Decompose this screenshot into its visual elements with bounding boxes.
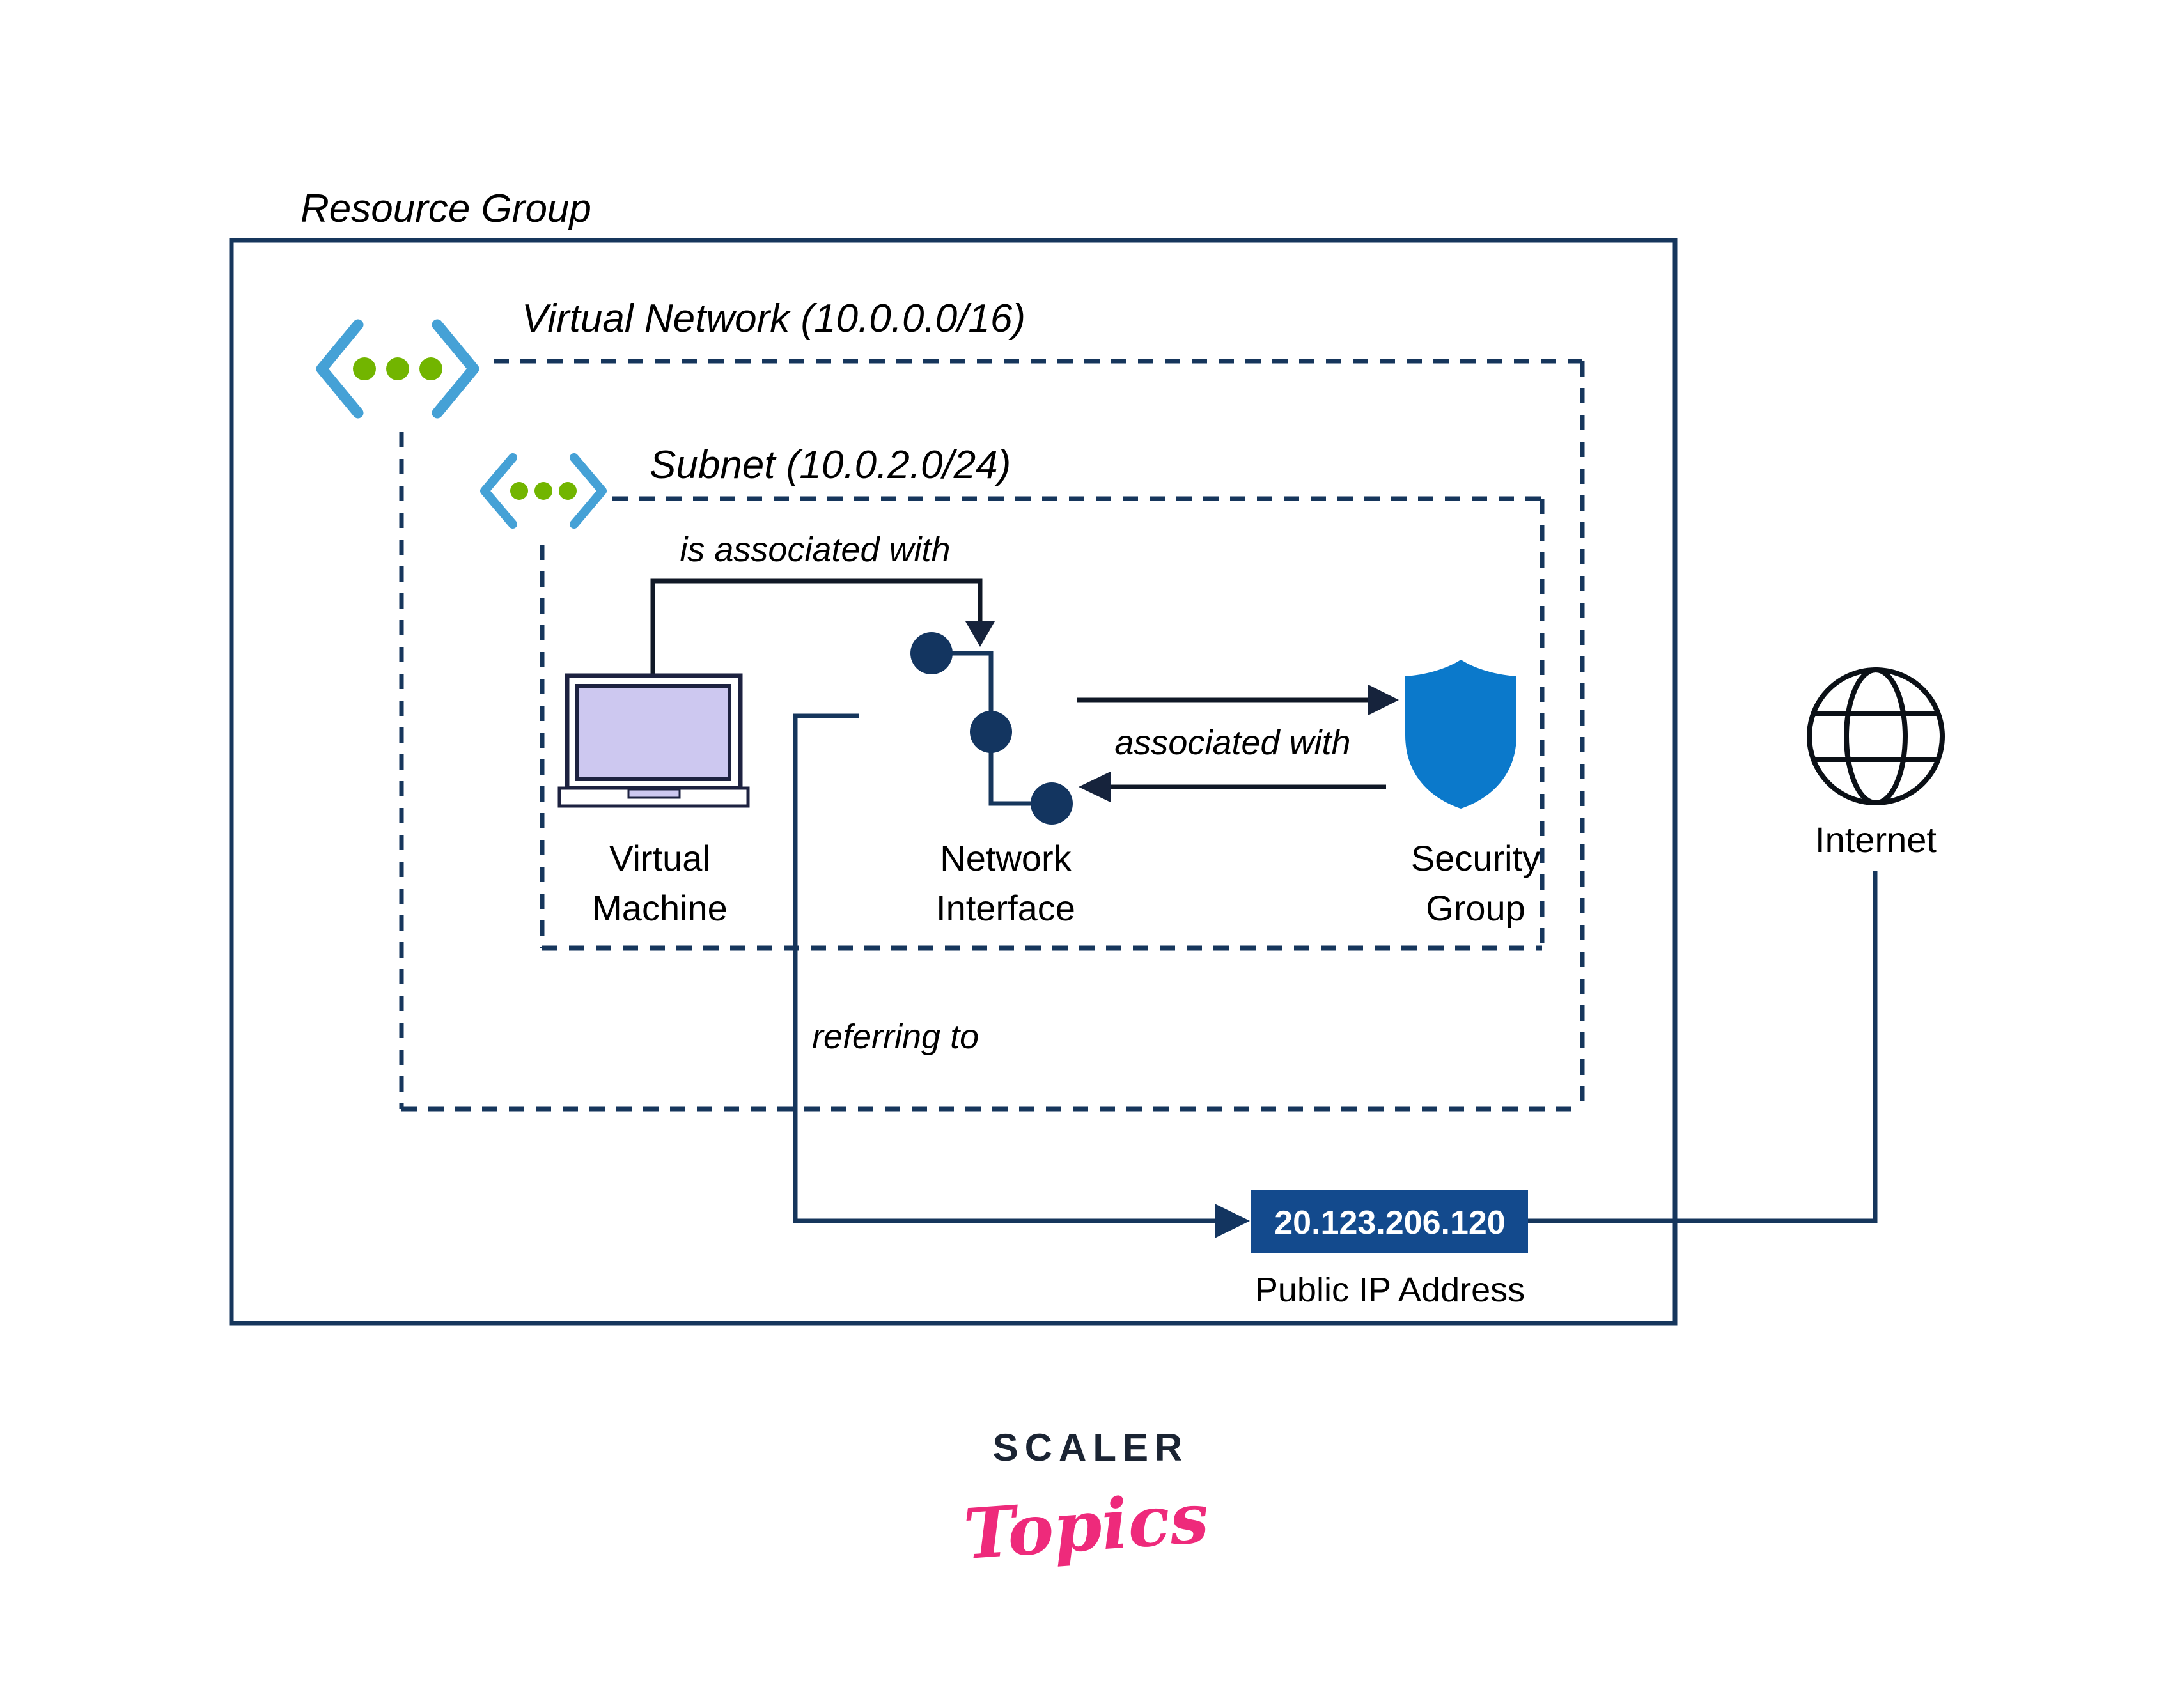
public-ip-box <box>1251 1190 1528 1253</box>
vnet-left-bracket <box>316 319 364 419</box>
nic-sg-arrowhead-right-icon <box>1368 685 1399 715</box>
vm-nic-arrowhead-icon <box>965 621 995 647</box>
nic-publicip-relation-label: referring to <box>812 1018 979 1056</box>
internet-label: Internet <box>1815 819 1937 860</box>
vm-nic-arrow-line <box>650 578 983 674</box>
laptop-screen <box>575 684 731 781</box>
security-group-label-line2: Group <box>1426 888 1525 928</box>
subnet-icon <box>480 453 607 529</box>
subnet-dot <box>559 482 577 500</box>
internet-publicip-line <box>1528 871 1878 1223</box>
vnet-dot <box>419 357 442 380</box>
sub-brand-wordmark: Topics <box>962 1478 1212 1575</box>
vnet-right-bracket <box>432 319 479 419</box>
nic-publicip-line <box>793 713 1215 1223</box>
virtual-machine-label-line2: Machine <box>592 888 728 928</box>
nic-sg-arrowhead-left-icon <box>1079 772 1111 802</box>
subnet-box <box>540 496 1545 951</box>
brand-wordmark: SCALER <box>993 1426 1189 1469</box>
network-interface-icon <box>910 632 1073 825</box>
public-ip-label: Public IP Address <box>1255 1271 1525 1309</box>
subnet-left-bracket <box>480 453 517 529</box>
virtual-network-label: Virtual Network (10.0.0.0/16) <box>522 297 1025 341</box>
virtual-network-box <box>399 359 1585 1112</box>
network-interface-label-line2: Interface <box>936 888 1075 928</box>
virtual-machine-label-line1: Virtual <box>609 838 710 878</box>
globe-icon <box>1807 667 1945 805</box>
publicip-arrowhead-icon <box>1215 1204 1250 1238</box>
resource-group-label: Resource Group <box>300 187 591 231</box>
subnet-right-bracket <box>570 453 607 529</box>
nic-dot <box>1031 782 1073 825</box>
subnet-dot <box>534 482 552 500</box>
laptop-notch <box>627 788 681 799</box>
vnet-dot <box>386 357 409 380</box>
resource-group-box <box>229 238 1678 1326</box>
subnet-label: Subnet (10.0.2.0/24) <box>650 443 1011 487</box>
nic-dot <box>970 711 1012 753</box>
virtual-network-icon <box>316 319 479 419</box>
nic-sg-relation-label: associated with <box>1114 724 1350 762</box>
network-interface-label-line1: Network <box>940 838 1072 878</box>
virtual-machine-icon <box>557 673 750 808</box>
vm-nic-relation-label: is associated with <box>680 531 950 569</box>
vnet-dot <box>353 357 376 380</box>
subnet-dot <box>510 482 528 500</box>
security-shield-icon <box>1405 660 1516 809</box>
scaler-topics-logo: SCALER Topics <box>962 1426 1212 1575</box>
security-group-label-line1: Security <box>1411 838 1540 878</box>
public-ip-value: 20.123.206.120 <box>1274 1204 1505 1241</box>
nic-dot <box>910 632 953 674</box>
